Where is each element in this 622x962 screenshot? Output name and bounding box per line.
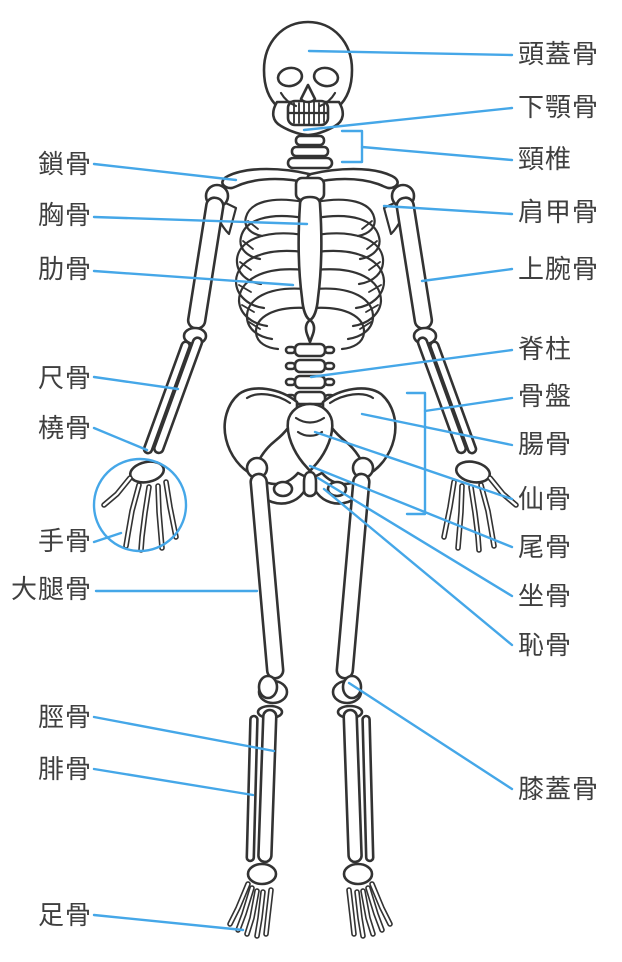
left-body-half: [101, 167, 314, 939]
label-skull: 頭蓋骨: [518, 40, 600, 70]
skull-drawing: [262, 20, 354, 137]
leader-ribs: [92, 269, 295, 287]
label-sternum: 胸骨: [37, 201, 92, 231]
sternum-drawing: [294, 176, 326, 344]
leader-ulna: [92, 375, 180, 391]
leader-ilium: [360, 412, 514, 447]
arm-drawing: [142, 183, 230, 455]
label-patella: 膝蓋骨: [518, 775, 600, 805]
foot-drawing: [227, 862, 278, 939]
label-ischium: 坐骨: [518, 582, 573, 612]
label-scapula: 肩甲骨: [518, 198, 600, 228]
pubic-symphysis-drawing: [302, 470, 318, 498]
leader-humerus: [420, 267, 514, 283]
eye-socket-left: [276, 66, 304, 88]
label-ulna: 尺骨: [37, 364, 92, 394]
right-body-half: [307, 169, 516, 936]
leader-coccyx: [308, 464, 514, 549]
leg-drawing: [245, 456, 289, 864]
leader-pubis: [322, 487, 514, 647]
label-foot-bones: 足骨: [37, 901, 92, 931]
pelvis-bracket: [405, 391, 427, 516]
label-tibia: 脛骨: [37, 703, 92, 733]
hand-circle-annotation: [92, 457, 188, 553]
leader-cervical: [360, 145, 514, 162]
label-cervical-vertebrae: 頸椎: [518, 145, 573, 175]
sacrum-drawing: [286, 402, 334, 498]
label-radius: 橈骨: [37, 414, 92, 444]
label-humerus: 上腕骨: [518, 255, 600, 285]
leader-lines: [92, 49, 514, 932]
nasal-aperture: [299, 83, 317, 104]
label-clavicle: 鎖骨: [37, 150, 92, 180]
label-pelvis: 骨盤: [518, 382, 573, 412]
ribs-drawing: [234, 198, 309, 351]
leader-skull: [307, 49, 514, 57]
label-spinal-column: 脊柱: [518, 335, 573, 365]
cervical-bracket: [340, 129, 364, 164]
label-mandible: 下顎骨: [518, 93, 600, 123]
hand-drawing: [101, 460, 179, 553]
label-pubis: 恥骨: [518, 631, 573, 661]
ilium-drawing: [223, 387, 299, 477]
label-hand-bones: 手骨: [37, 527, 92, 557]
label-fibula: 腓骨: [37, 755, 92, 785]
leader-patella: [347, 681, 514, 791]
leader-scapula: [382, 204, 514, 216]
eye-socket-right: [312, 66, 340, 88]
leader-ischium: [316, 476, 514, 598]
leader-mandible: [302, 106, 514, 132]
label-femur: 大腿骨: [10, 575, 92, 605]
leader-sternum: [92, 215, 309, 226]
label-sacrum: 仙骨: [518, 485, 573, 515]
teeth-drawing: [286, 99, 330, 127]
cervical-vertebrae-drawing: [286, 134, 334, 170]
leader-foot: [92, 913, 245, 932]
label-coccyx: 尾骨: [518, 533, 573, 563]
leader-sacrum: [313, 430, 514, 501]
label-ribs: 肋骨: [37, 255, 92, 285]
label-ilium: 腸骨: [518, 430, 573, 460]
leader-pelvis: [423, 396, 514, 413]
patella-drawing: [257, 674, 279, 700]
leader-tibia: [92, 715, 276, 753]
leader-spine: [309, 348, 514, 379]
leader-fibula: [92, 767, 255, 797]
leader-clavicle: [92, 162, 238, 182]
leader-radius: [92, 426, 149, 452]
